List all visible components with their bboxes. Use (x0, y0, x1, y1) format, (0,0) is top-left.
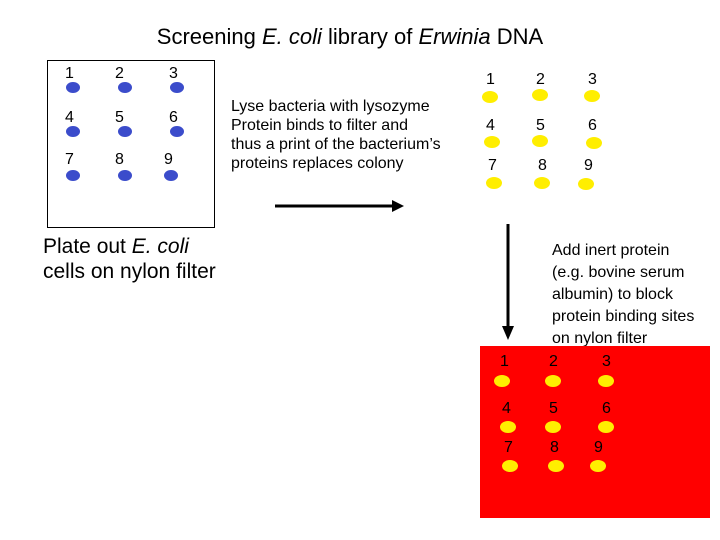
blocked-print-dot (494, 375, 510, 387)
colony-number: 8 (115, 151, 124, 168)
title-prefix: Screening (156, 24, 262, 49)
blocked-print-dot (545, 421, 561, 433)
colony-number: 7 (65, 151, 74, 168)
print-number: 2 (536, 71, 545, 88)
colony-dot (66, 126, 80, 137)
title-suffix: DNA (490, 24, 544, 49)
blocked-print-number: 8 (550, 439, 559, 456)
blocked-print-number: 3 (602, 353, 611, 370)
blocked-print-dot (598, 421, 614, 433)
print-dot (578, 178, 594, 190)
print-dot (484, 136, 500, 148)
blocked-print-dot (590, 460, 606, 472)
caption-line-2: cells on nylon filter (43, 260, 216, 283)
colony-dot (118, 126, 132, 137)
blocked-print-number: 4 (502, 400, 511, 417)
caption-text: Plate out (43, 235, 132, 258)
print-number: 8 (538, 157, 547, 174)
colony-number: 5 (115, 109, 124, 126)
diagram-title: Screening E. coli library of Erwinia DNA (0, 24, 700, 50)
plate-out-caption: Plate out E. coli cells on nylon filter (43, 234, 216, 284)
colony-number: 2 (115, 65, 124, 82)
caption-organism: E. coli (131, 235, 189, 258)
colony-number: 9 (164, 151, 173, 168)
colony-number: 4 (65, 109, 74, 126)
lyse-line: Protein binds to filter and (231, 117, 408, 134)
blocked-print-number: 6 (602, 400, 611, 417)
print-number: 4 (486, 117, 495, 134)
print-dot (586, 137, 602, 149)
print-number: 5 (536, 117, 545, 134)
colony-dot (170, 82, 184, 93)
blocked-print-number: 2 (549, 353, 558, 370)
block-line: protein binding sites (552, 308, 695, 325)
blocked-print-dot (598, 375, 614, 387)
colony-dot (66, 170, 80, 181)
blocked-print-dot (502, 460, 518, 472)
lyse-instructions: Lyse bacteria with lysozyme Protein bind… (231, 97, 441, 173)
print-dot (532, 135, 548, 147)
lyse-line: proteins replaces colony (231, 155, 404, 172)
print-dot (584, 90, 600, 102)
title-middle: library of (321, 24, 419, 49)
block-instructions: Add inert protein (e.g. bovine serum alb… (552, 240, 694, 350)
colony-dot (170, 126, 184, 137)
blocked-print-number: 5 (549, 400, 558, 417)
nylon-filter-colonies: 1 2 3 4 5 6 7 8 9 (47, 60, 215, 228)
blocked-print-dot (500, 421, 516, 433)
colony-dot (118, 82, 132, 93)
colony-dot (66, 82, 80, 93)
blocked-print-dot (545, 375, 561, 387)
colony-number: 3 (169, 65, 178, 82)
nylon-filter-blocked: 1 2 3 4 5 6 7 8 9 (480, 346, 710, 518)
print-number: 1 (486, 71, 495, 88)
colony-number: 6 (169, 109, 178, 126)
nylon-filter-protein-prints: 1 2 3 4 5 6 7 8 9 (470, 60, 622, 208)
block-line: (e.g. bovine serum (552, 264, 685, 281)
block-line: Add inert protein (552, 242, 670, 259)
print-number: 9 (584, 157, 593, 174)
print-number: 6 (588, 117, 597, 134)
lyse-line: Lyse bacteria with lysozyme (231, 98, 430, 115)
print-number: 7 (488, 157, 497, 174)
blocked-print-number: 1 (500, 353, 509, 370)
title-organism: E. coli (261, 24, 322, 49)
lyse-line: thus a print of the bacterium’s (231, 136, 441, 153)
print-dot (534, 177, 550, 189)
caption-line-1: Plate out E. coli (43, 234, 216, 259)
colony-number: 1 (65, 65, 74, 82)
colony-dot (118, 170, 132, 181)
blocked-print-number: 9 (594, 439, 603, 456)
right-arrow-icon (275, 200, 404, 212)
print-dot (486, 177, 502, 189)
print-dot (482, 91, 498, 103)
down-arrow-icon (502, 224, 514, 340)
block-line: on nylon filter (552, 330, 648, 347)
colony-dot (164, 170, 178, 181)
title-source: Erwinia (418, 24, 491, 49)
block-line: albumin) to block (552, 286, 673, 303)
blocked-print-dot (548, 460, 564, 472)
blocked-print-number: 7 (504, 439, 513, 456)
print-dot (532, 89, 548, 101)
print-number: 3 (588, 71, 597, 88)
